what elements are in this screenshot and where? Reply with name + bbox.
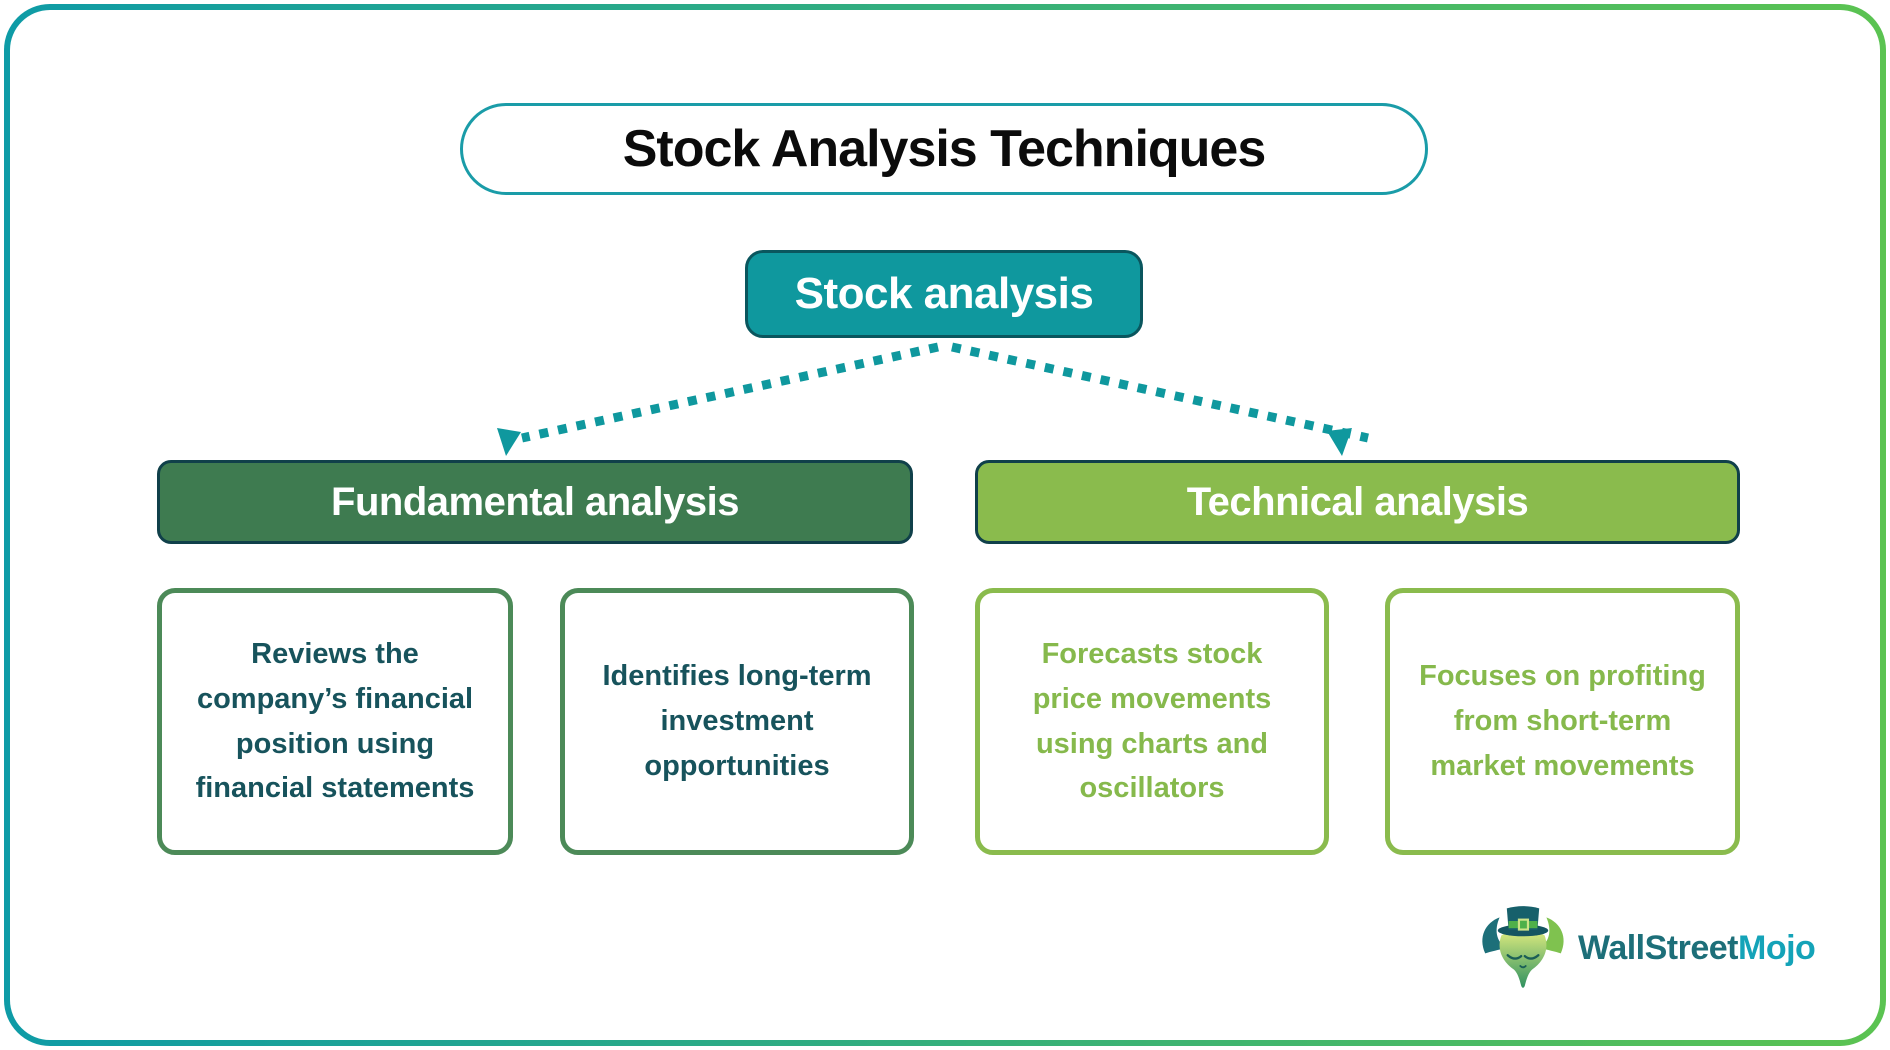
node-technical-analysis: Technical analysis (975, 460, 1740, 544)
bull-mascot-icon (1482, 906, 1564, 988)
node-stock-analysis-label: Stock analysis (794, 269, 1094, 318)
wallstreetmojo-logo: WallStreetMojo (1478, 900, 1816, 996)
title-box: Stock Analysis Techniques (460, 103, 1428, 195)
node-fundamental-analysis: Fundamental analysis (157, 460, 913, 544)
card-technical-description-1: Forecasts stock price movements using ch… (975, 588, 1329, 855)
node-fundamental-analysis-label: Fundamental analysis (331, 479, 739, 524)
card-fundamental-description-1: Reviews the company’s financial position… (157, 588, 513, 855)
logo-text-wallstreet: WallStreet (1578, 928, 1739, 967)
node-technical-analysis-label: Technical analysis (1186, 479, 1529, 524)
title-text: Stock Analysis Techniques (622, 120, 1267, 178)
card-fundamental-description-1-text: Reviews the company’s financial position… (195, 637, 475, 805)
card-fundamental-description-2: Identifies long-term investment opportun… (560, 588, 914, 855)
logo-text-mojo: Mojo (1738, 928, 1816, 967)
card-fundamental-description-2-text: Identifies long-term investment opportun… (602, 660, 872, 782)
card-technical-description-2: Focuses on profiting from short-term mar… (1385, 588, 1740, 855)
node-stock-analysis: Stock analysis (745, 250, 1143, 338)
card-technical-description-2-text: Focuses on profiting from short-term mar… (1419, 660, 1706, 782)
card-technical-description-1-text: Forecasts stock price movements using ch… (1032, 637, 1272, 805)
logo-wordmark: WallStreetMojo (1578, 928, 1816, 968)
